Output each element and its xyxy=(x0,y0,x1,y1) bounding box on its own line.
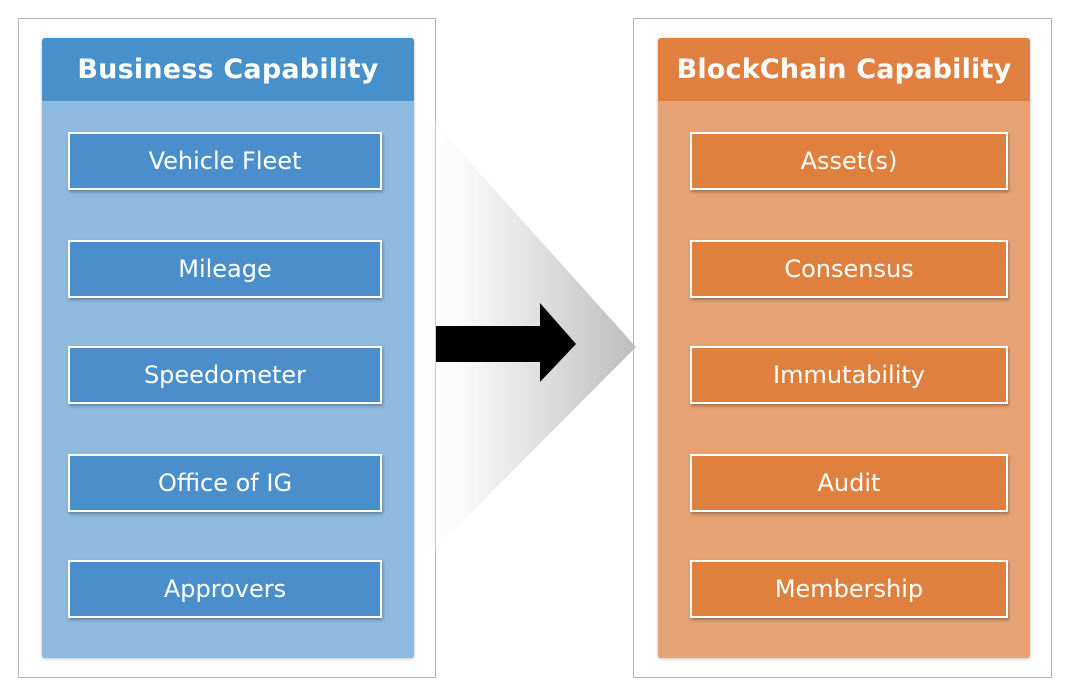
right-arrow-icon xyxy=(436,303,576,382)
blockchain-item-consensus: Consensus xyxy=(690,240,1008,298)
business-item-mileage: Mileage xyxy=(68,240,382,298)
blockchain-capability-panel: BlockChain Capability Asset(s) Consensus… xyxy=(658,38,1030,658)
blockchain-item-immutability: Immutability xyxy=(690,346,1008,404)
business-capability-panel: Business Capability Vehicle Fleet Mileag… xyxy=(42,38,414,658)
business-item-office-of-ig: Office of IG xyxy=(68,454,382,512)
business-capability-title: Business Capability xyxy=(42,38,414,101)
blockchain-item-assets: Asset(s) xyxy=(690,132,1008,190)
business-item-approvers: Approvers xyxy=(68,560,382,618)
mapping-connector xyxy=(414,100,636,570)
business-item-speedometer: Speedometer xyxy=(68,346,382,404)
blockchain-item-audit: Audit xyxy=(690,454,1008,512)
blockchain-item-membership: Membership xyxy=(690,560,1008,618)
business-item-vehicle-fleet: Vehicle Fleet xyxy=(68,132,382,190)
blockchain-capability-title: BlockChain Capability xyxy=(658,38,1030,101)
